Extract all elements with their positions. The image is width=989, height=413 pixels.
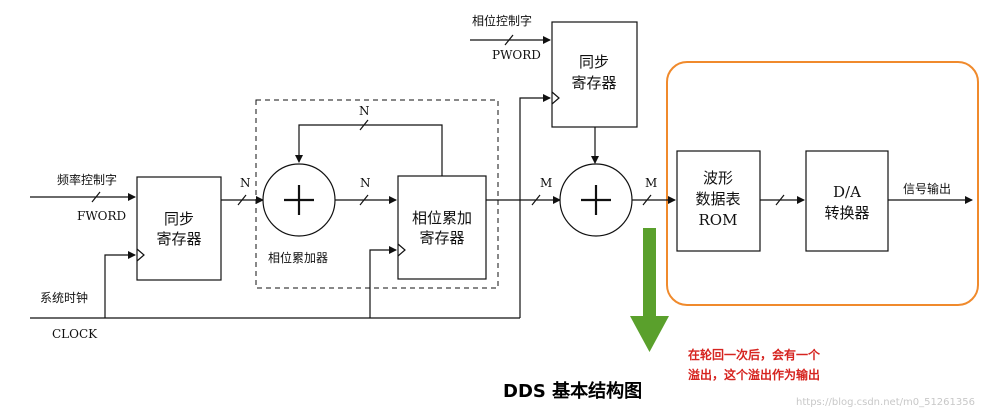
n-bus-tick-feedback [359, 119, 369, 131]
clock-to-left-sync-wire [104, 251, 136, 318]
dac-line2: 转换器 [824, 204, 869, 222]
fword-bus-tick [91, 191, 101, 203]
waveform-rom [676, 150, 761, 252]
clock-edge-left [136, 248, 145, 262]
phase-reg-line2: 寄存器 [419, 229, 464, 247]
freq-control-word-label: 频率控制字 [57, 172, 117, 187]
m-label-left: M [540, 176, 552, 190]
clock-edge-top [551, 91, 560, 105]
rom-dac-bus-tick [775, 194, 785, 206]
signal-output-label: 信号输出 [903, 181, 951, 196]
rom-line1: 波形 [703, 169, 733, 187]
n-bus-tick-mid [359, 194, 369, 206]
pword-label: PWORD [492, 48, 541, 62]
pword-bus-tick [504, 34, 514, 46]
sync-top-line1: 同步 [579, 53, 609, 71]
phase-accumulator-boundary [255, 99, 499, 289]
sync-register-left [136, 176, 222, 281]
rom-line2: 数据表 [695, 190, 740, 208]
da-converter [805, 150, 889, 252]
phase-accum-register [397, 175, 487, 280]
sync-left-line2: 寄存器 [156, 230, 201, 248]
n-label-mid: N [360, 176, 371, 190]
sync-top-line2: 寄存器 [571, 74, 616, 92]
output-stage-highlight [666, 61, 979, 306]
n-bus-tick-left [237, 194, 247, 206]
n-label-left: N [240, 176, 251, 190]
m-bus-tick-right [642, 194, 652, 206]
clock-to-top-sync-wire [519, 94, 551, 318]
system-clock-label: 系统时钟 [40, 290, 88, 305]
m-label-right: M [645, 176, 657, 190]
clock-edge-phasereg [397, 243, 406, 257]
sync-register-top [551, 21, 638, 128]
overflow-note-line2: 溢出，这个溢出作为输出 [688, 367, 820, 382]
fword-label: FWORD [77, 209, 126, 223]
n-label-feedback: N [359, 104, 370, 118]
watermark: https://blog.csdn.net/m0_51261356 [796, 397, 975, 408]
green-down-arrow [630, 228, 669, 352]
clock-label: CLOCK [52, 327, 98, 341]
phase-reg-line1: 相位累加 [412, 209, 472, 227]
phase-accumulator-label: 相位累加器 [268, 250, 328, 265]
accumulator-feedback-wire [295, 124, 443, 176]
clock-to-phasereg-wire [369, 246, 397, 318]
sync-left-line1: 同步 [164, 210, 194, 228]
m-bus-tick-left [531, 194, 541, 206]
dac-line1: D/A [833, 183, 861, 201]
diagram-title: DDS 基本结构图 [503, 380, 642, 402]
offset-adder [559, 163, 633, 237]
rom-line3: ROM [699, 211, 738, 229]
phase-control-word-label: 相位控制字 [472, 13, 532, 28]
phase-adder [262, 163, 336, 237]
overflow-note-line1: 在轮回一次后，会有一个 [688, 347, 821, 362]
